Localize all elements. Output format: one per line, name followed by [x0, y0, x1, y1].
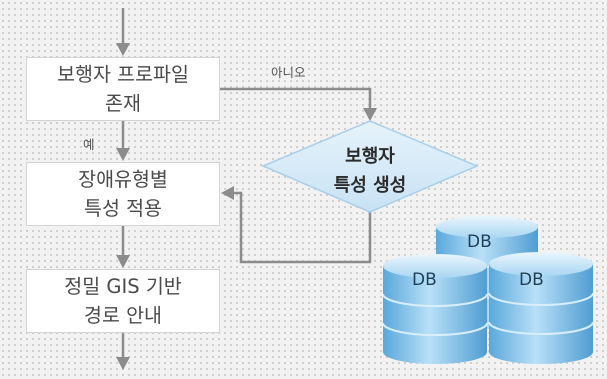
edge-label-yes: 예 — [83, 137, 95, 152]
decision-diamond — [261, 120, 479, 213]
arrowhead-bottom-out — [116, 357, 130, 370]
edge-label-no: 아니오 — [271, 65, 306, 80]
connector-feedback-loop — [233, 191, 372, 264]
step-apply-disability-traits-label: 장애유형별 특성 적용 — [78, 168, 168, 220]
db-label-back: DB — [467, 232, 492, 252]
arrowhead-into-step2-from-loop — [221, 186, 234, 200]
step-gis-route-guidance-label: 정밀 GIS 기반 경로 안내 — [64, 275, 182, 327]
db-cylinder-right — [488, 252, 594, 364]
main-connectors — [121, 8, 372, 358]
arrowheads — [116, 43, 377, 370]
decision-label: 보행자 특성 생성 — [333, 146, 407, 196]
db-label-right: DB — [519, 270, 544, 290]
step-gis-route-guidance: 정밀 GIS 기반 경로 안내 — [26, 269, 220, 333]
step-apply-disability-traits: 장애유형별 특성 적용 — [26, 162, 220, 226]
arrowhead-into-step2 — [116, 148, 130, 161]
connector-no-branch — [220, 87, 372, 108]
db-label-left: DB — [412, 270, 437, 290]
arrowhead-into-step3 — [116, 255, 130, 268]
step-profile-exists-label: 보행자 프로파일 존재 — [57, 63, 189, 115]
step-profile-exists: 보행자 프로파일 존재 — [26, 57, 220, 121]
database-cylinders — [382, 216, 594, 364]
arrowhead-into-step1 — [116, 43, 130, 56]
arrowhead-into-decision — [363, 108, 377, 121]
db-cylinder-left — [382, 254, 488, 364]
